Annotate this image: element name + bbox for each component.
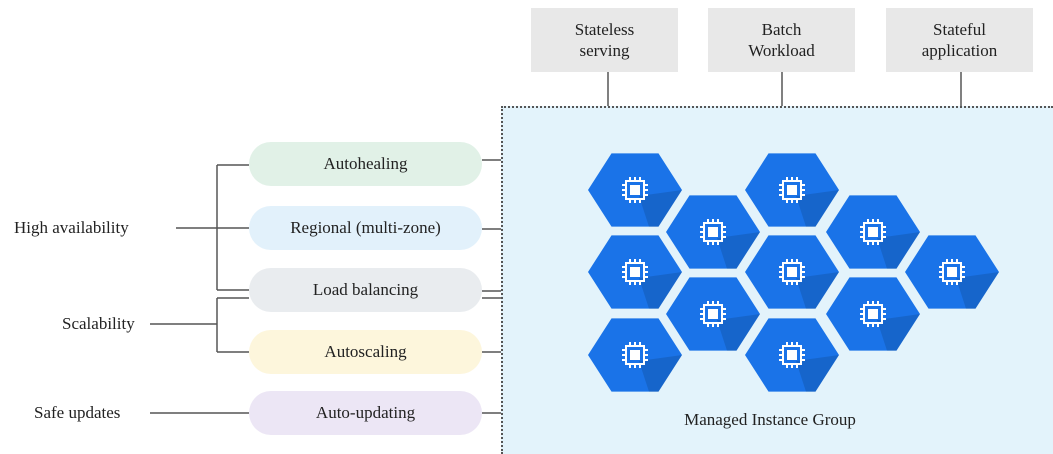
instance-hexagon — [826, 277, 920, 351]
chip-icon — [700, 219, 726, 245]
feature-autoscaling: Autoscaling — [249, 330, 482, 374]
chip-icon — [939, 259, 965, 285]
category-scalability: Scalability — [62, 314, 135, 333]
chip-icon — [860, 301, 886, 327]
managed-instance-group-label: Managed Instance Group — [684, 410, 856, 429]
chip-icon — [622, 342, 648, 368]
feature-load-balancing: Load balancing — [249, 268, 482, 312]
chip-icon — [860, 219, 886, 245]
chip-icon — [622, 177, 648, 203]
instance-hexagon — [588, 153, 682, 227]
instance-hexagon — [745, 235, 839, 309]
instance-hexagon — [588, 318, 682, 392]
feature-autohealing: Autohealing — [249, 142, 482, 186]
feature-regional-multi-zone: Regional (multi-zone) — [249, 206, 482, 250]
chip-icon — [779, 177, 805, 203]
instance-hexagon — [666, 277, 760, 351]
workload-stateless-serving: Stateless serving — [531, 8, 678, 72]
workload-batch: Batch Workload — [708, 8, 855, 72]
chip-icon — [779, 259, 805, 285]
instance-hexagon — [826, 195, 920, 269]
instance-hexagon — [666, 195, 760, 269]
instance-hexagon — [745, 318, 839, 392]
chip-icon — [622, 259, 648, 285]
chip-icon — [779, 342, 805, 368]
instance-hexagon — [745, 153, 839, 227]
category-high-availability: High availability — [14, 218, 129, 237]
instance-hexagon — [905, 235, 999, 309]
workload-stateful-application: Stateful application — [886, 8, 1033, 72]
category-safe-updates: Safe updates — [34, 403, 121, 422]
feature-auto-updating: Auto-updating — [249, 391, 482, 435]
instance-hexagon — [588, 235, 682, 309]
chip-icon — [700, 301, 726, 327]
